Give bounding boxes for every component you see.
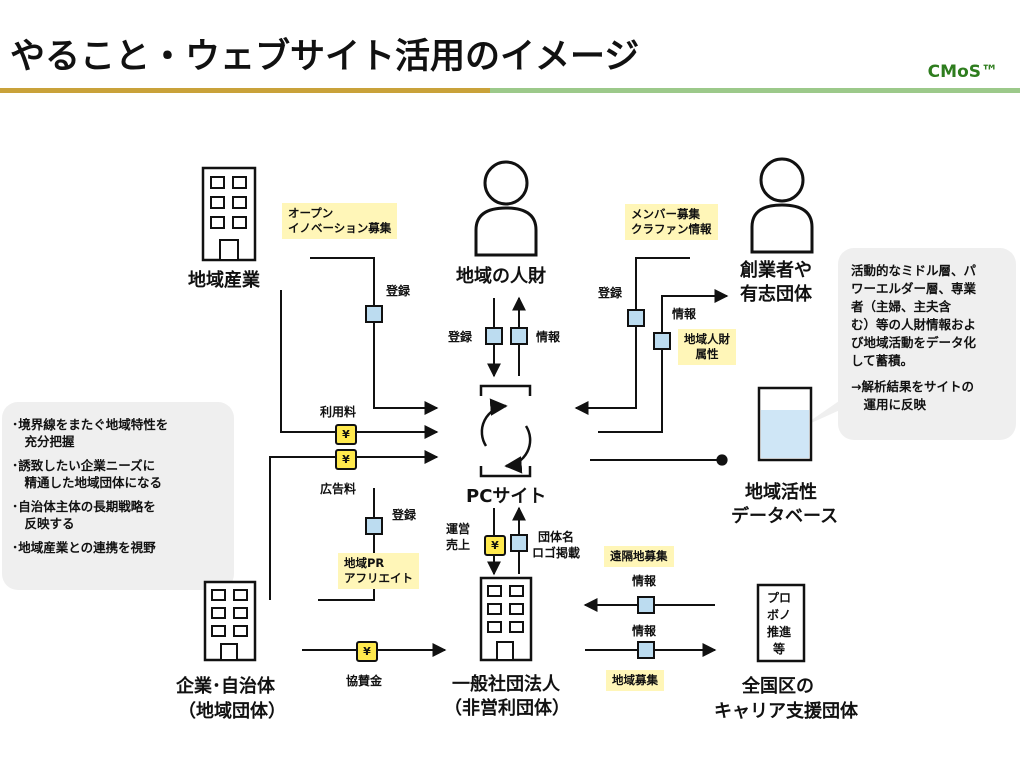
node-national-2: キャリア支援団体 (714, 701, 858, 722)
arrow-industry-usage (280, 290, 439, 439)
header-bar-gold (0, 88, 490, 93)
left-callout-tail (198, 548, 232, 585)
yen-token-ad: ¥ (335, 449, 357, 470)
node-company-2: （地域団体） (178, 701, 286, 722)
yen-token-usage: ¥ (335, 424, 357, 445)
node-local-industry: 地域産業 (188, 270, 260, 291)
node-entrepreneurs-2: 有志団体 (740, 284, 812, 305)
edge-info-member: 情報 (672, 307, 697, 321)
edge-group-logo-1: 団体名 (538, 530, 575, 544)
edge-register-pr: 登録 (392, 508, 417, 522)
pro-bono-box (756, 583, 806, 663)
square-register-talent (485, 327, 503, 345)
database-icon (757, 386, 813, 462)
edge-info-talent: 情報 (536, 330, 561, 344)
square-remote-info (637, 596, 655, 614)
pro-bono-line-4: 等 (773, 642, 786, 656)
brand-logo: CMoS™ (927, 62, 998, 82)
pro-bono-line-2: ボノ (767, 608, 792, 622)
node-entrepreneurs-1: 創業者や (740, 260, 812, 281)
edge-usage-fee: 利用料 (320, 405, 357, 419)
header-bar-green (490, 88, 1020, 93)
node-national-1: 全国区の (742, 676, 814, 697)
right-callout-tail (800, 392, 880, 428)
square-register-member (627, 309, 645, 327)
edge-ad-fee: 広告料 (320, 482, 357, 496)
square-register-pr (365, 517, 383, 535)
person-icon-entrepreneurs (750, 157, 814, 254)
square-info-talent (510, 327, 528, 345)
person-icon-talent (474, 160, 538, 257)
building-icon-association (479, 576, 533, 662)
edge-info-local: 情報 (632, 624, 657, 638)
page-title: やること・ウェブサイト活用のイメージ (10, 37, 640, 77)
edge-sponsorship: 協賛金 (346, 674, 383, 688)
node-local-talent: 地域の人財 (456, 266, 546, 287)
edge-revenue-2: 売上 (446, 538, 471, 552)
left-callout-text: ･境界線をまたぐ地域特性を 充分把握 ･誘致したい企業ニーズに 精通した地域団体… (12, 417, 169, 555)
arrow-open-innovation (310, 257, 439, 415)
yen-token-sponsorship: ¥ (356, 641, 378, 662)
edge-register-member: 登録 (598, 286, 623, 300)
edge-revenue-1: 運営 (446, 522, 471, 536)
node-company-1: 企業･自治体 (176, 676, 275, 697)
node-association-2: （非営利団体） (444, 698, 570, 719)
arrow-company-ad (269, 450, 439, 600)
node-association-1: 一般社団法人 (452, 674, 560, 695)
pro-bono-line-3: 推進 (767, 625, 792, 639)
note-talent-attr: 地域人財属性 (678, 329, 736, 365)
edge-register-oi: 登録 (386, 284, 411, 298)
left-callout (2, 402, 234, 590)
right-callout-text: 活動的なミドル層、パ ワーエルダー層、専業 者（主婦、主夫含 む）等の人財情報お… (851, 263, 977, 412)
square-group-logo (510, 534, 528, 552)
node-database-2: データベース (731, 506, 839, 527)
node-pc-site: PCサイト (466, 486, 547, 507)
cycle-icon-pc-site (479, 384, 532, 478)
note-open-innovation: オープンイノベーション募集 (282, 203, 398, 239)
square-local-info (637, 641, 655, 659)
square-info-member (653, 332, 671, 350)
edge-info-remote: 情報 (632, 574, 657, 588)
edge-register-talent: 登録 (448, 330, 473, 344)
arrow-member-register (574, 257, 690, 415)
building-icon-industry (201, 166, 257, 262)
note-remote-recruit: 遠隔地募集 (604, 546, 674, 567)
building-icon-company (203, 580, 257, 662)
yen-token-revenue: ¥ (484, 535, 506, 556)
arrow-info-entrepreneurs (598, 289, 729, 433)
node-database-1: 地域活性 (745, 482, 817, 503)
pro-bono-line-1: プロ (767, 591, 792, 605)
square-register-oi (365, 305, 383, 323)
edge-group-logo-2: ロゴ掲載 (532, 546, 581, 560)
note-local-recruit: 地域募集 (606, 670, 664, 691)
note-member-recruit: メンバー募集クラファン情報 (625, 204, 718, 240)
right-callout (838, 248, 1016, 440)
